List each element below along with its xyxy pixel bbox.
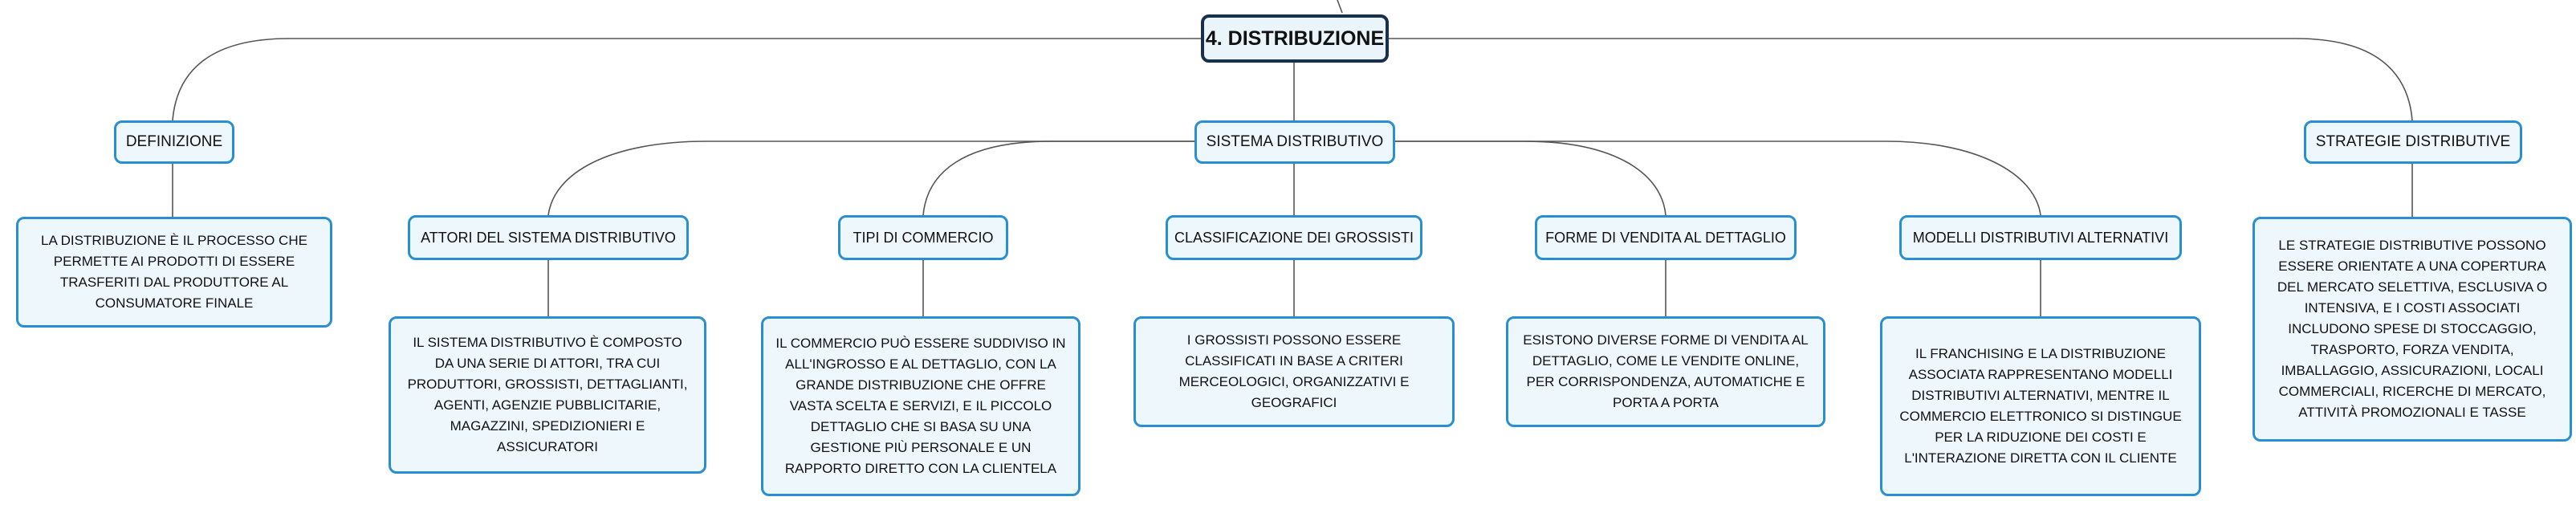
leaf-classificazione-text: I GROSSISTI POSSONO ESSERE CLASSIFICATI … (1178, 332, 1410, 410)
connector-root-strategie (1385, 38, 2413, 121)
connector-sistema-modelli (1393, 140, 2041, 216)
leaf-tipi-commercio[interactable]: IL COMMERCIO PUÒ ESSERE SUDDIVISO IN ALL… (761, 316, 1080, 496)
leaf-modelli-text: IL FRANCHISING E LA DISTRIBUZIONE ASSOCI… (1899, 346, 2182, 466)
connector-sistema-tipi (922, 140, 1196, 216)
connector-sistema-forme (1393, 140, 1666, 216)
subtopic-modelli-label: MODELLI DISTRIBUTIVI ALTERNATIVI (1912, 229, 2169, 246)
subtopic-tipi-commercio[interactable]: TIPI DI COMMERCIO (838, 215, 1008, 260)
subtopic-classificazione-grossisti[interactable]: CLASSIFICAZIONE DEI GROSSISTI (1166, 215, 1422, 260)
topic-sistema-distributivo[interactable]: SISTEMA DISTRIBUTIVO (1194, 120, 1395, 164)
topic-definizione[interactable]: DEFINIZIONE (114, 120, 234, 164)
topic-definizione-label: DEFINIZIONE (125, 133, 223, 150)
leaf-definizione-text: LA DISTRIBUZIONE È IL PROCESSO CHE PERME… (41, 233, 307, 311)
leaf-forme-text: ESISTONO DIVERSE FORME DI VENDITA AL DET… (1523, 332, 1809, 410)
connector-sistema-attori (547, 140, 1196, 216)
root-node[interactable]: 4. DISTRIBUZIONE (1201, 14, 1389, 63)
subtopic-attori[interactable]: ATTORI DEL SISTEMA DISTRIBUTIVO (408, 215, 689, 260)
leaf-attori[interactable]: IL SISTEMA DISTRIBUTIVO È COMPOSTO DA UN… (389, 316, 706, 474)
topic-strategie-label: STRATEGIE DISTRIBUTIVE (2315, 133, 2511, 150)
leaf-strategie[interactable]: LE STRATEGIE DISTRIBUTIVE POSSONO ESSERE… (2252, 217, 2572, 442)
topic-strategie-distributive[interactable]: STRATEGIE DISTRIBUTIVE (2304, 120, 2522, 164)
subtopic-classificazione-label: CLASSIFICAZIONE DEI GROSSISTI (1174, 229, 1414, 246)
subtopic-modelli-alternativi[interactable]: MODELLI DISTRIBUTIVI ALTERNATIVI (1899, 215, 2182, 260)
connector-root-up (1337, 0, 1343, 14)
root-label: 4. DISTRIBUZIONE (1205, 26, 1385, 50)
subtopic-forme-vendita[interactable]: FORME DI VENDITA AL DETTAGLIO (1535, 215, 1797, 260)
leaf-strategie-text: LE STRATEGIE DISTRIBUTIVE POSSONO ESSERE… (2277, 238, 2548, 420)
connector-root-definizione (172, 38, 1204, 121)
leaf-classificazione[interactable]: I GROSSISTI POSSONO ESSERE CLASSIFICATI … (1133, 316, 1455, 427)
leaf-modelli[interactable]: IL FRANCHISING E LA DISTRIBUZIONE ASSOCI… (1880, 316, 2201, 496)
subtopic-attori-label: ATTORI DEL SISTEMA DISTRIBUTIVO (421, 229, 676, 246)
leaf-definizione[interactable]: LA DISTRIBUZIONE È IL PROCESSO CHE PERME… (16, 217, 332, 328)
subtopic-forme-label: FORME DI VENDITA AL DETTAGLIO (1545, 229, 1786, 246)
topic-sistema-label: SISTEMA DISTRIBUTIVO (1206, 133, 1384, 150)
leaf-forme-vendita[interactable]: ESISTONO DIVERSE FORME DI VENDITA AL DET… (1506, 316, 1825, 427)
leaf-attori-text: IL SISTEMA DISTRIBUTIVO È COMPOSTO DA UN… (407, 335, 688, 454)
leaf-tipi-text: IL COMMERCIO PUÒ ESSERE SUDDIVISO IN ALL… (775, 336, 1066, 476)
subtopic-tipi-label: TIPI DI COMMERCIO (853, 229, 994, 246)
